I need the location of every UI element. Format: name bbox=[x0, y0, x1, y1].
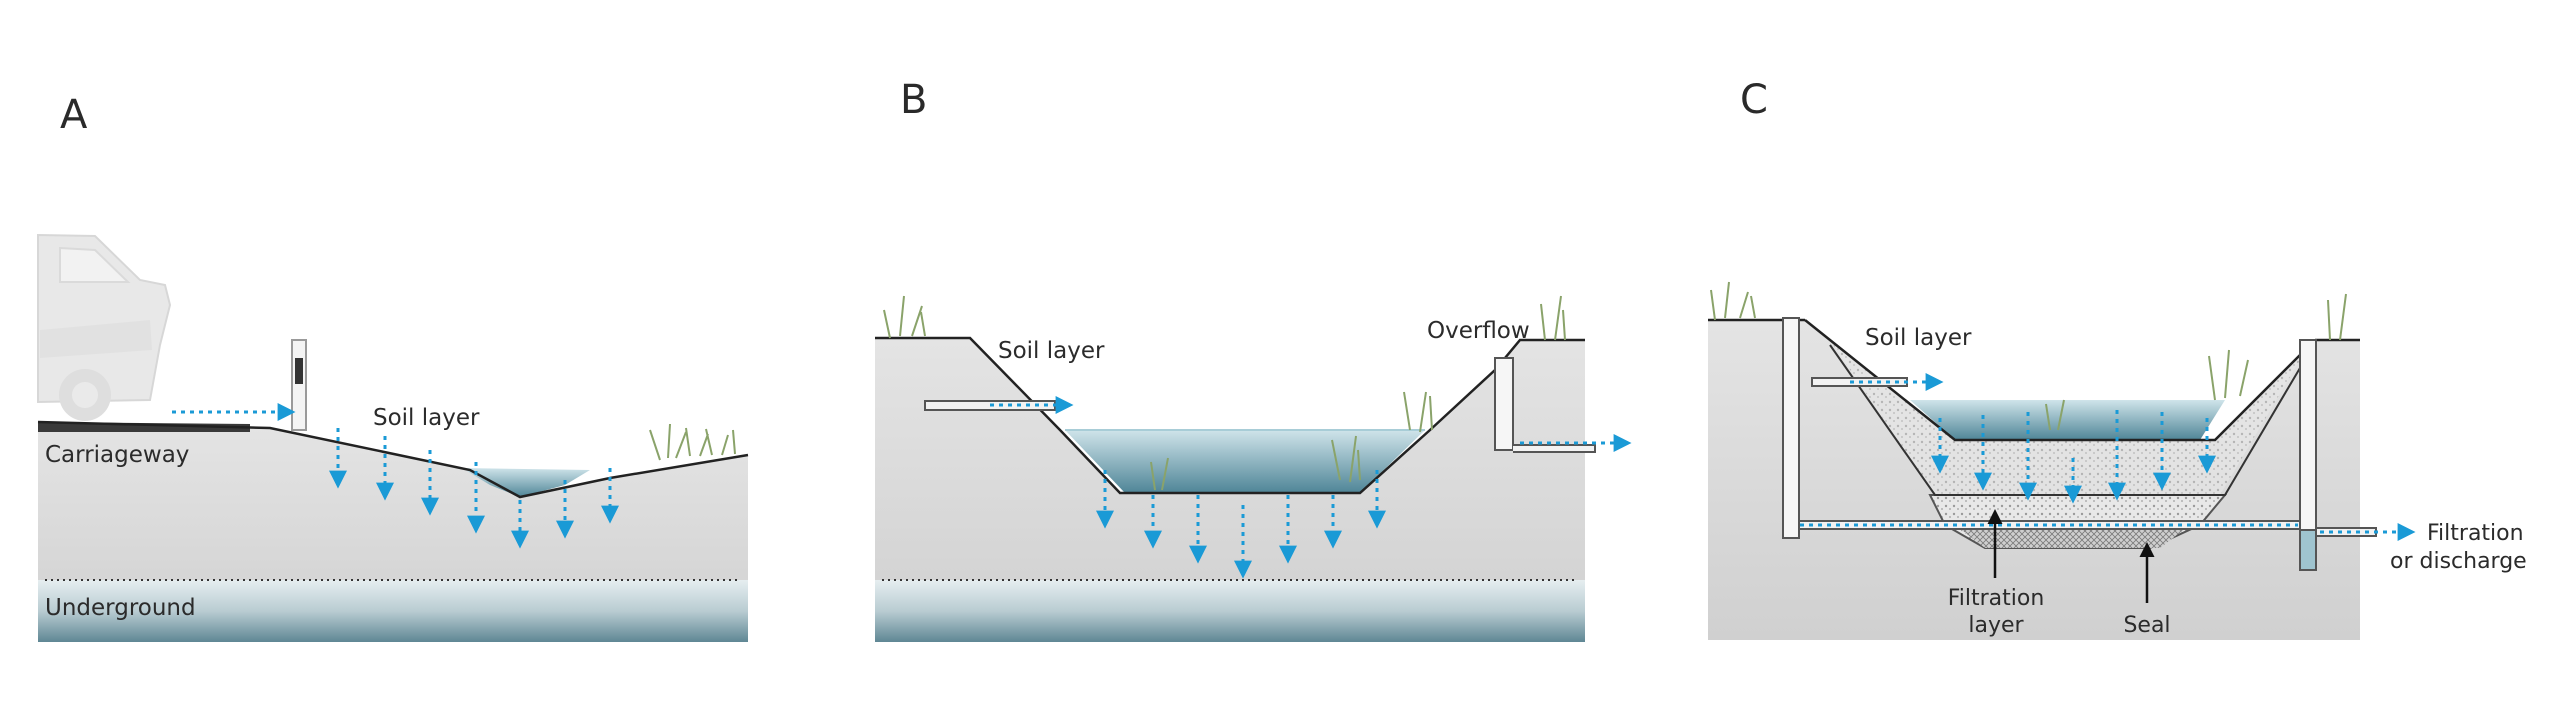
panel-c-drain-pipe bbox=[1798, 520, 2301, 530]
panel-b-letter: B bbox=[900, 77, 927, 123]
panel-b-vegetation bbox=[883, 295, 1566, 491]
panel-c-basin-water bbox=[1910, 400, 2225, 440]
panel-a-vegetation bbox=[649, 423, 736, 461]
panel-a-ground-line bbox=[37, 420, 749, 499]
panel-b-infiltration-arrows bbox=[1096, 470, 1386, 579]
panel-c-infiltration-arrows bbox=[1931, 410, 2216, 504]
panel-b-groundwater bbox=[875, 580, 1585, 642]
panel-c-outlet-chamber bbox=[2299, 529, 2317, 571]
panel-a-infiltration-arrows bbox=[329, 428, 619, 549]
panel-c: C bbox=[1708, 77, 2527, 640]
panel-a-swale-water bbox=[462, 468, 590, 497]
panel-b-pond-water bbox=[1065, 430, 1425, 493]
panel-a-letter: A bbox=[60, 92, 88, 138]
panel-b-soil bbox=[875, 338, 1585, 640]
panel-b: B bbox=[875, 77, 1632, 642]
panel-a: A bbox=[37, 92, 749, 642]
panel-c-filtration-label-2: layer bbox=[1968, 613, 2024, 638]
panel-c-outlet-label-2: or discharge bbox=[2390, 549, 2527, 574]
panel-a-underground bbox=[38, 580, 748, 642]
panel-c-vegetation bbox=[1710, 281, 2347, 431]
panel-b-overflow-structure bbox=[1494, 357, 1596, 453]
delineator-post bbox=[291, 339, 307, 431]
panel-c-right-shaft bbox=[2299, 339, 2317, 539]
panel-c-seal bbox=[1955, 525, 2190, 548]
panel-c-seal-label: Seal bbox=[2123, 613, 2170, 638]
panel-c-gravel-body bbox=[1805, 320, 2315, 495]
panel-b-soil-layer-label: Soil layer bbox=[998, 338, 1105, 364]
car-icon bbox=[37, 233, 172, 421]
panel-c-left-shaft bbox=[1782, 317, 1800, 539]
panel-a-soil-layer-label: Soil layer bbox=[373, 405, 480, 431]
panel-c-letter: C bbox=[1740, 77, 1768, 123]
panel-c-filtration-label-1: Filtration bbox=[1948, 586, 2045, 611]
panel-b-overflow-label: Overflow bbox=[1427, 318, 1530, 344]
panel-c-outlet-label-1: Filtration bbox=[2427, 521, 2524, 546]
panel-a-carriageway-label: Carriageway bbox=[45, 442, 189, 468]
panel-a-underground-label: Underground bbox=[45, 595, 196, 621]
panel-b-ground-line bbox=[875, 336, 1585, 495]
panel-c-soil-layer-label: Soil layer bbox=[1865, 325, 1972, 351]
